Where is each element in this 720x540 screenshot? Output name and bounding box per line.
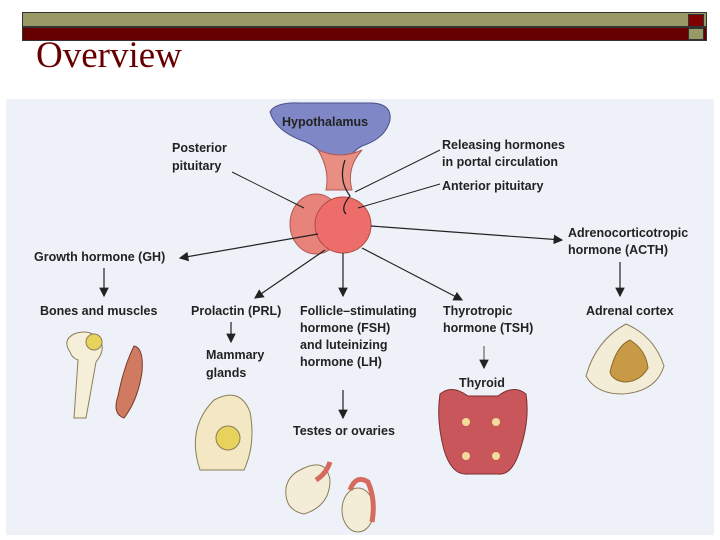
- bones-muscles-label: Bones and muscles: [40, 304, 157, 318]
- tsh-label-1: Thyrotropic: [443, 304, 512, 318]
- acth-label-2: hormone (ACTH): [568, 243, 668, 257]
- posterior-pituitary-label-1: Posterior: [172, 141, 227, 155]
- fsh-lh-label-2: hormone (FSH): [300, 321, 390, 335]
- mammary-label-1: Mammary: [206, 348, 264, 362]
- hypothalamus-shape: [269, 102, 391, 169]
- header-square-red: [688, 14, 704, 27]
- slide-title: Overview: [36, 35, 182, 76]
- testes-ovaries-label: Testes or ovaries: [293, 424, 395, 438]
- gonads-illustration: [285, 461, 376, 533]
- mammary-gland-illustration: [194, 394, 253, 471]
- hypothalamus-label: Hypothalamus: [282, 115, 368, 129]
- diagram-panel: [6, 99, 714, 535]
- fsh-lh-label-1: Follicle–stimulating: [300, 304, 417, 318]
- anterior-pituitary-shape: [314, 196, 372, 254]
- header-bar-top: [22, 12, 707, 27]
- fsh-lh-label-4: hormone (LH): [300, 355, 382, 369]
- fsh-lh-label-3: and luteinizing: [300, 338, 388, 352]
- tsh-label-2: hormone (TSH): [443, 321, 533, 335]
- releasing-hormones-label-2: in portal circulation: [442, 155, 558, 169]
- thyroid-illustration: [438, 389, 528, 475]
- acth-label-1: Adrenocorticotropic: [568, 226, 688, 240]
- adrenal-illustration: [585, 323, 665, 395]
- header-square-olive: [688, 28, 704, 40]
- pituitary-stalk: [316, 148, 363, 191]
- bone-illustration: [66, 331, 103, 419]
- growth-hormone-label: Growth hormone (GH): [34, 250, 165, 264]
- anterior-pituitary-label: Anterior pituitary: [442, 179, 543, 193]
- adrenal-cortex-label: Adrenal cortex: [586, 304, 674, 318]
- prolactin-label: Prolactin (PRL): [191, 304, 281, 318]
- header-bar-accent: [22, 27, 707, 41]
- mammary-label-2: glands: [206, 366, 246, 380]
- posterior-pituitary-label-2: pituitary: [172, 159, 221, 173]
- releasing-hormones-label-1: Releasing hormones: [442, 138, 565, 152]
- muscle-illustration: [115, 345, 143, 419]
- thyroid-label: Thyroid: [459, 376, 505, 390]
